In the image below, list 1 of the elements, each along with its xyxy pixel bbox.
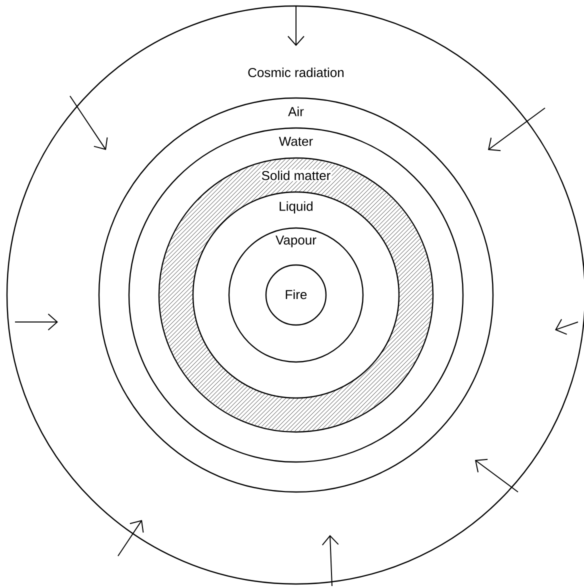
ring: Fire [265, 264, 327, 326]
